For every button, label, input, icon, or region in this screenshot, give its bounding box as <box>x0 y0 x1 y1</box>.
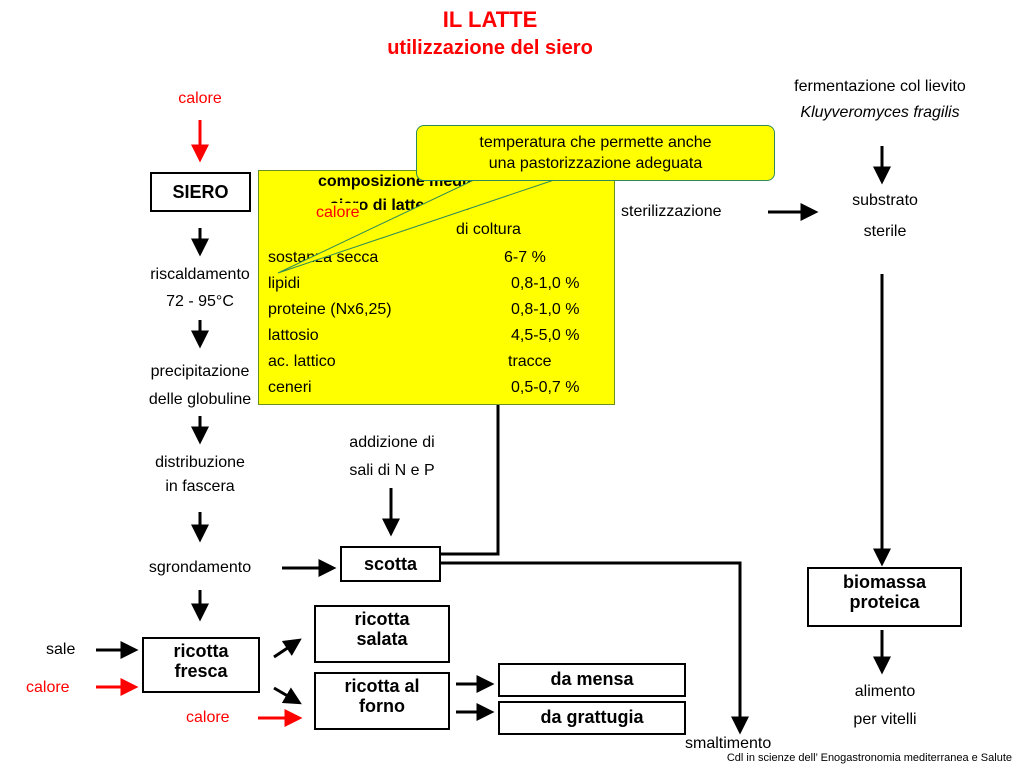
calore-mid-label: calore <box>26 679 70 696</box>
distribuzione-label: distribuzione <box>155 454 245 471</box>
calore-top-label: calore <box>178 90 222 107</box>
scotta-box: scotta <box>340 546 441 582</box>
addizione-label: addizione di <box>349 434 435 451</box>
scotta-label: scotta <box>363 554 417 574</box>
composition-label: ceneri <box>268 379 312 396</box>
arrow-to-salata <box>273 638 302 659</box>
ricotta-fresca-label: ricotta fresca <box>173 641 229 681</box>
composition-calore-label: calore <box>316 203 360 223</box>
vitelli-label: per vitelli <box>853 711 917 728</box>
callout-note: temperatura che permette anche una pasto… <box>416 125 775 181</box>
arrow-scotta-smaltimento <box>440 561 749 735</box>
composition-value: 0,5-0,7 % <box>511 379 580 396</box>
siero-label: SIERO <box>172 182 229 202</box>
substrato-label: substrato <box>852 192 918 209</box>
da-grattugia-label: da grattugia <box>540 707 644 727</box>
precipitazione-label: precipitazione <box>150 363 250 380</box>
composition-label: ac. lattico <box>268 353 336 370</box>
sterile-label: sterile <box>863 223 907 240</box>
smaltimento-label: smaltimento <box>685 735 772 752</box>
ricotta-al-forno-box: ricotta al forno <box>314 672 450 730</box>
composition-value: 4,5-5,0 % <box>511 327 580 344</box>
callout-line2: una pastorizzazione adeguata <box>488 155 703 172</box>
sterilizzazione-label: sterilizzazione <box>621 203 722 220</box>
ricotta-salata-box: ricotta salata <box>314 605 450 663</box>
lievito-label: Kluyveromyces fragilis <box>800 104 960 121</box>
composition-label: lattosio <box>268 327 319 344</box>
footer-note: Cdl in scienze dell’ Enogastronomia medi… <box>726 752 1012 764</box>
composition-label: lipidi <box>268 275 301 292</box>
composition-value: tracce <box>508 353 552 370</box>
biomassa-proteica-box: biomassa proteica <box>807 567 962 627</box>
terreno-coltura-label: di coltura <box>456 221 521 238</box>
sale-label: sale <box>46 641 76 658</box>
siero-box: SIERO <box>150 172 251 212</box>
arrow-to-forno <box>273 686 302 705</box>
sgrondamento-label: sgrondamento <box>148 559 252 576</box>
temp-range-label: 72 - 95°C <box>166 293 234 310</box>
composition-value: 0,8-1,0 % <box>511 275 580 292</box>
ricotta-fresca-box: ricotta fresca <box>142 637 260 693</box>
fermentazione-label: fermentazione col lievito <box>794 78 966 95</box>
alimento-label: alimento <box>854 683 916 700</box>
page-title: IL LATTE <box>442 7 538 32</box>
composition-value: 6-7 % <box>504 249 546 266</box>
callout-line1: temperatura che permette anche <box>479 134 712 151</box>
calore-bottom-label: calore <box>186 709 230 726</box>
composition-label: proteine (Nx6,25) <box>268 301 392 318</box>
da-mensa-label: da mensa <box>550 669 634 689</box>
riscaldamento-label: riscaldamento <box>150 266 250 283</box>
fascera-label: in fascera <box>165 478 235 495</box>
biomassa-proteica-label: biomassa proteica <box>842 572 927 612</box>
da-mensa-box: da mensa <box>498 663 686 697</box>
ricotta-salata-label: ricotta salata <box>354 609 410 649</box>
da-grattugia-box: da grattugia <box>498 701 686 735</box>
composition-label: sostanza secca <box>268 249 379 266</box>
sali-label: sali di N e P <box>349 462 435 479</box>
ricotta-al-forno-label: ricotta al forno <box>344 676 420 716</box>
page-subtitle: utilizzazione del siero <box>387 37 593 59</box>
composition-value: 0,8-1,0 % <box>511 301 580 318</box>
globuline-label: delle globuline <box>148 391 252 408</box>
